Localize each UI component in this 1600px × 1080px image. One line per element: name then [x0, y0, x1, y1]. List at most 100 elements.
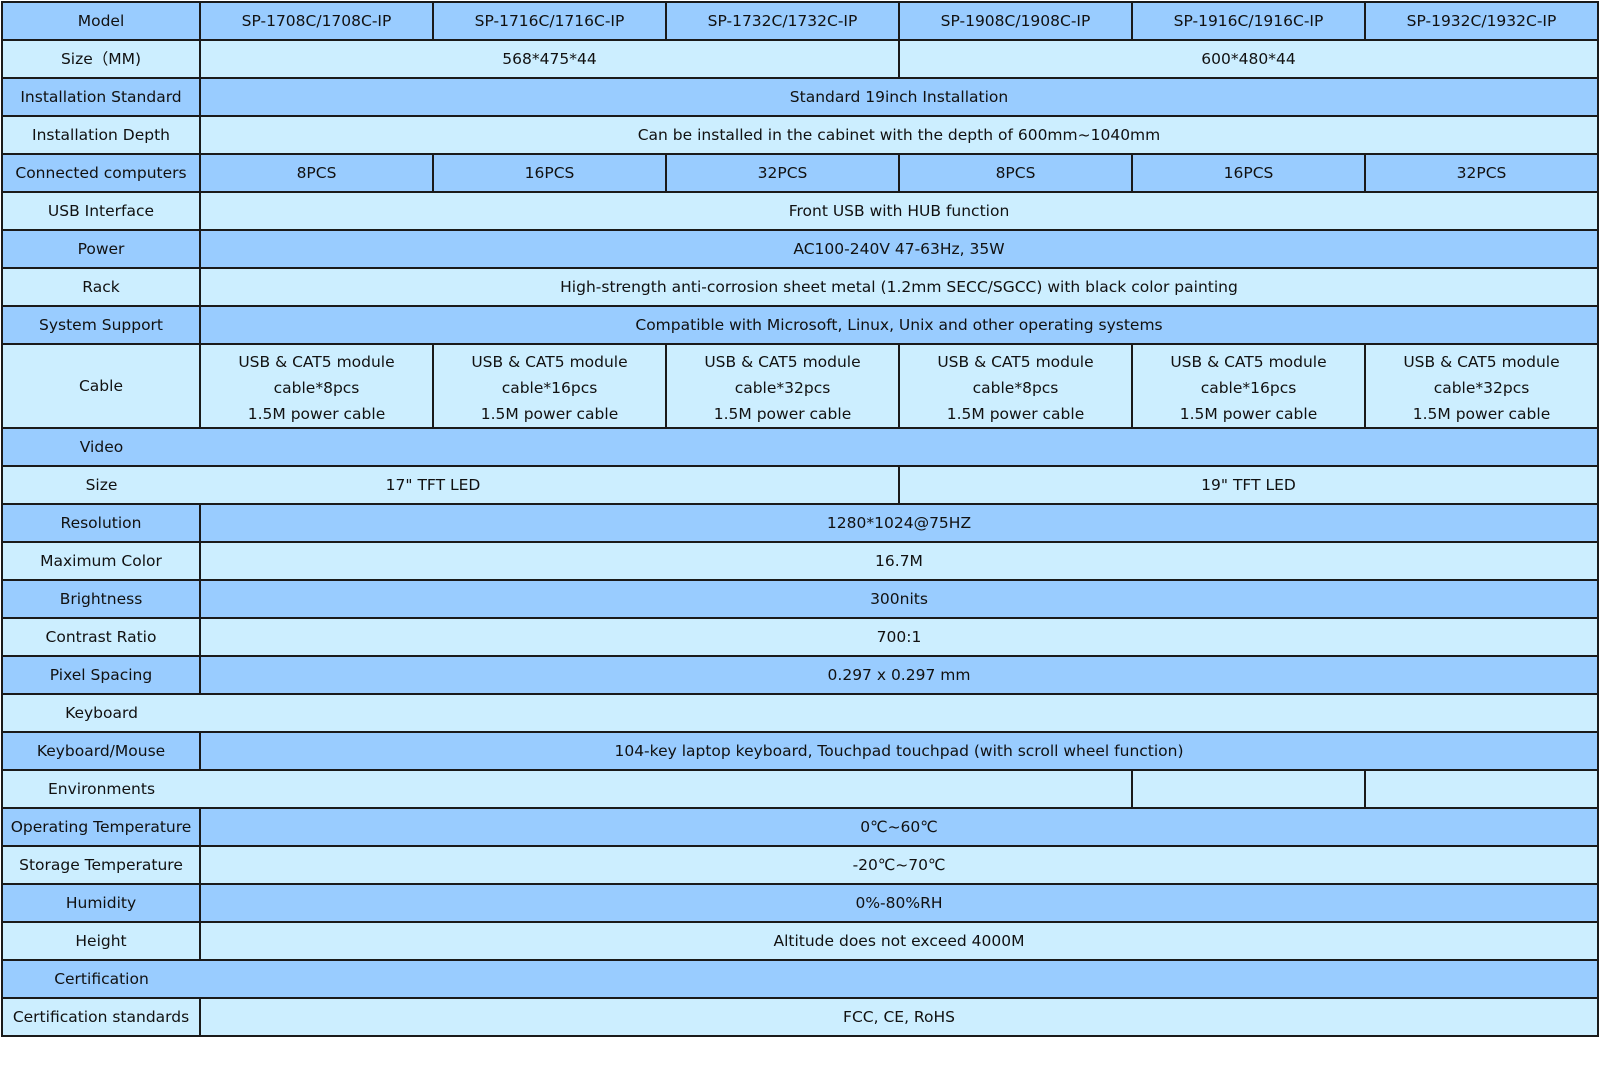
- row-label: Installation Depth: [1, 115, 201, 155]
- section-heading: Video: [1, 427, 200, 467]
- value-cell: 8PCS: [199, 153, 434, 193]
- cable-cell: USB & CAT5 module cable*16pcs 1.5M power…: [432, 343, 667, 429]
- cable-line: USB & CAT5 module: [937, 353, 1094, 371]
- row-label: Pixel Spacing: [1, 655, 201, 695]
- cable-cell: USB & CAT5 module cable*16pcs 1.5M power…: [1131, 343, 1366, 429]
- cable-line: cable*8pcs: [972, 379, 1059, 397]
- cable-line: USB & CAT5 module: [238, 353, 395, 371]
- value-cell: 1280*1024@75HZ: [199, 503, 1599, 543]
- row-label: Connected computers: [1, 153, 201, 193]
- cable-line: USB & CAT5 module: [1170, 353, 1327, 371]
- cable-line: cable*32pcs: [1433, 379, 1530, 397]
- cable-line: USB & CAT5 module: [704, 353, 861, 371]
- model-name: SP-1708C/1708C-IP: [199, 1, 434, 41]
- row-label: Height: [1, 921, 201, 961]
- row-rack: Rack High-strength anti-corrosion sheet …: [1, 267, 1599, 307]
- cable-cell: USB & CAT5 module cable*32pcs 1.5M power…: [665, 343, 900, 429]
- value-cell: 600*480*44: [898, 39, 1599, 79]
- row-brightness: Brightness 300nits: [1, 579, 1599, 619]
- row-label: System Support: [1, 305, 201, 345]
- cable-line: cable*8pcs: [273, 379, 360, 397]
- value-cell: 16.7M: [199, 541, 1599, 581]
- row-label: Resolution: [1, 503, 201, 543]
- value-cell: Standard 19inch Installation: [199, 77, 1599, 117]
- row-label: Storage Temperature: [1, 845, 201, 885]
- row-operating-temperature: Operating Temperature 0℃~60℃: [1, 807, 1599, 847]
- value-cell: 300nits: [199, 579, 1599, 619]
- value-cell: 8PCS: [898, 153, 1133, 193]
- row-label: Brightness: [1, 579, 201, 619]
- section-heading: Keyboard: [1, 693, 200, 733]
- row-maximum-color: Maximum Color 16.7M: [1, 541, 1599, 581]
- value-cell: 17" TFT LED: [200, 465, 666, 505]
- row-screen-size: Size 17" TFT LED 19" TFT LED: [1, 465, 1599, 505]
- section-empty-cell: [200, 769, 1133, 809]
- empty-cell: [1131, 769, 1366, 809]
- value-cell: Front USB with HUB function: [199, 191, 1599, 231]
- cable-cell: USB & CAT5 module cable*8pcs 1.5M power …: [199, 343, 434, 429]
- cable-line: 1.5M power cable: [946, 405, 1085, 423]
- row-label: Humidity: [1, 883, 201, 923]
- row-label: Installation Standard: [1, 77, 201, 117]
- row-cable: Cable USB & CAT5 module cable*8pcs 1.5M …: [1, 343, 1599, 429]
- cable-line: 1.5M power cable: [713, 405, 852, 423]
- value-cell: 0%-80%RH: [199, 883, 1599, 923]
- section-certification: Certification: [1, 959, 1599, 999]
- row-label: USB Interface: [1, 191, 201, 231]
- value-cell: 0℃~60℃: [199, 807, 1599, 847]
- empty-cell: [666, 465, 900, 505]
- row-height: Height Altitude does not exceed 4000M: [1, 921, 1599, 961]
- row-installation-depth: Installation Depth Can be installed in t…: [1, 115, 1599, 155]
- value-cell: 568*475*44: [199, 39, 900, 79]
- cable-line: 1.5M power cable: [480, 405, 619, 423]
- row-label: Maximum Color: [1, 541, 201, 581]
- value-cell: Can be installed in the cabinet with the…: [199, 115, 1599, 155]
- value-cell: 16PCS: [1131, 153, 1366, 193]
- row-label: Keyboard/Mouse: [1, 731, 201, 771]
- row-contrast-ratio: Contrast Ratio 700:1: [1, 617, 1599, 657]
- value-cell: 32PCS: [665, 153, 900, 193]
- cable-line: cable*16pcs: [501, 379, 598, 397]
- model-name: SP-1716C/1716C-IP: [432, 1, 667, 41]
- row-storage-temperature: Storage Temperature -20℃~70℃: [1, 845, 1599, 885]
- value-cell: 104-key laptop keyboard, Touchpad touchp…: [199, 731, 1599, 771]
- value-cell: 32PCS: [1364, 153, 1599, 193]
- value-cell: Altitude does not exceed 4000M: [199, 921, 1599, 961]
- section-environments: Environments: [1, 769, 1599, 809]
- row-size-mm: Size（MM) 568*475*44 600*480*44: [1, 39, 1599, 79]
- row-installation-standard: Installation Standard Standard 19inch In…: [1, 77, 1599, 117]
- model-name: SP-1932C/1932C-IP: [1364, 1, 1599, 41]
- row-label: Size（MM): [1, 39, 201, 79]
- model-name: SP-1908C/1908C-IP: [898, 1, 1133, 41]
- row-connected-computers: Connected computers 8PCS 16PCS 32PCS 8PC…: [1, 153, 1599, 193]
- cable-line: USB & CAT5 module: [471, 353, 628, 371]
- row-power: Power AC100-240V 47-63Hz, 35W: [1, 229, 1599, 269]
- row-label: Contrast Ratio: [1, 617, 201, 657]
- section-empty-cell: [200, 959, 1599, 999]
- row-system-support: System Support Compatible with Microsoft…: [1, 305, 1599, 345]
- value-cell: -20℃~70℃: [199, 845, 1599, 885]
- model-name: SP-1916C/1916C-IP: [1131, 1, 1366, 41]
- row-label: Power: [1, 229, 201, 269]
- row-label: Certification standards: [1, 997, 201, 1037]
- row-humidity: Humidity 0%-80%RH: [1, 883, 1599, 923]
- cable-line: cable*32pcs: [734, 379, 831, 397]
- model-name: SP-1732C/1732C-IP: [665, 1, 900, 41]
- section-video: Video: [1, 427, 1599, 467]
- row-label: Model: [1, 1, 201, 41]
- row-label: Size: [1, 465, 200, 505]
- cable-line: USB & CAT5 module: [1403, 353, 1560, 371]
- spec-table: Model SP-1708C/1708C-IP SP-1716C/1716C-I…: [1, 1, 1599, 1037]
- value-cell: FCC, CE, RoHS: [199, 997, 1599, 1037]
- row-label: Rack: [1, 267, 201, 307]
- empty-cell: [1364, 769, 1599, 809]
- section-empty-cell: [200, 427, 1599, 467]
- row-usb-interface: USB Interface Front USB with HUB functio…: [1, 191, 1599, 231]
- row-label: Operating Temperature: [1, 807, 201, 847]
- section-heading: Certification: [1, 959, 200, 999]
- row-pixel-spacing: Pixel Spacing 0.297 x 0.297 mm: [1, 655, 1599, 695]
- row-resolution: Resolution 1280*1024@75HZ: [1, 503, 1599, 543]
- cable-line: 1.5M power cable: [1412, 405, 1551, 423]
- row-keyboard-mouse: Keyboard/Mouse 104-key laptop keyboard, …: [1, 731, 1599, 771]
- cable-line: 1.5M power cable: [247, 405, 386, 423]
